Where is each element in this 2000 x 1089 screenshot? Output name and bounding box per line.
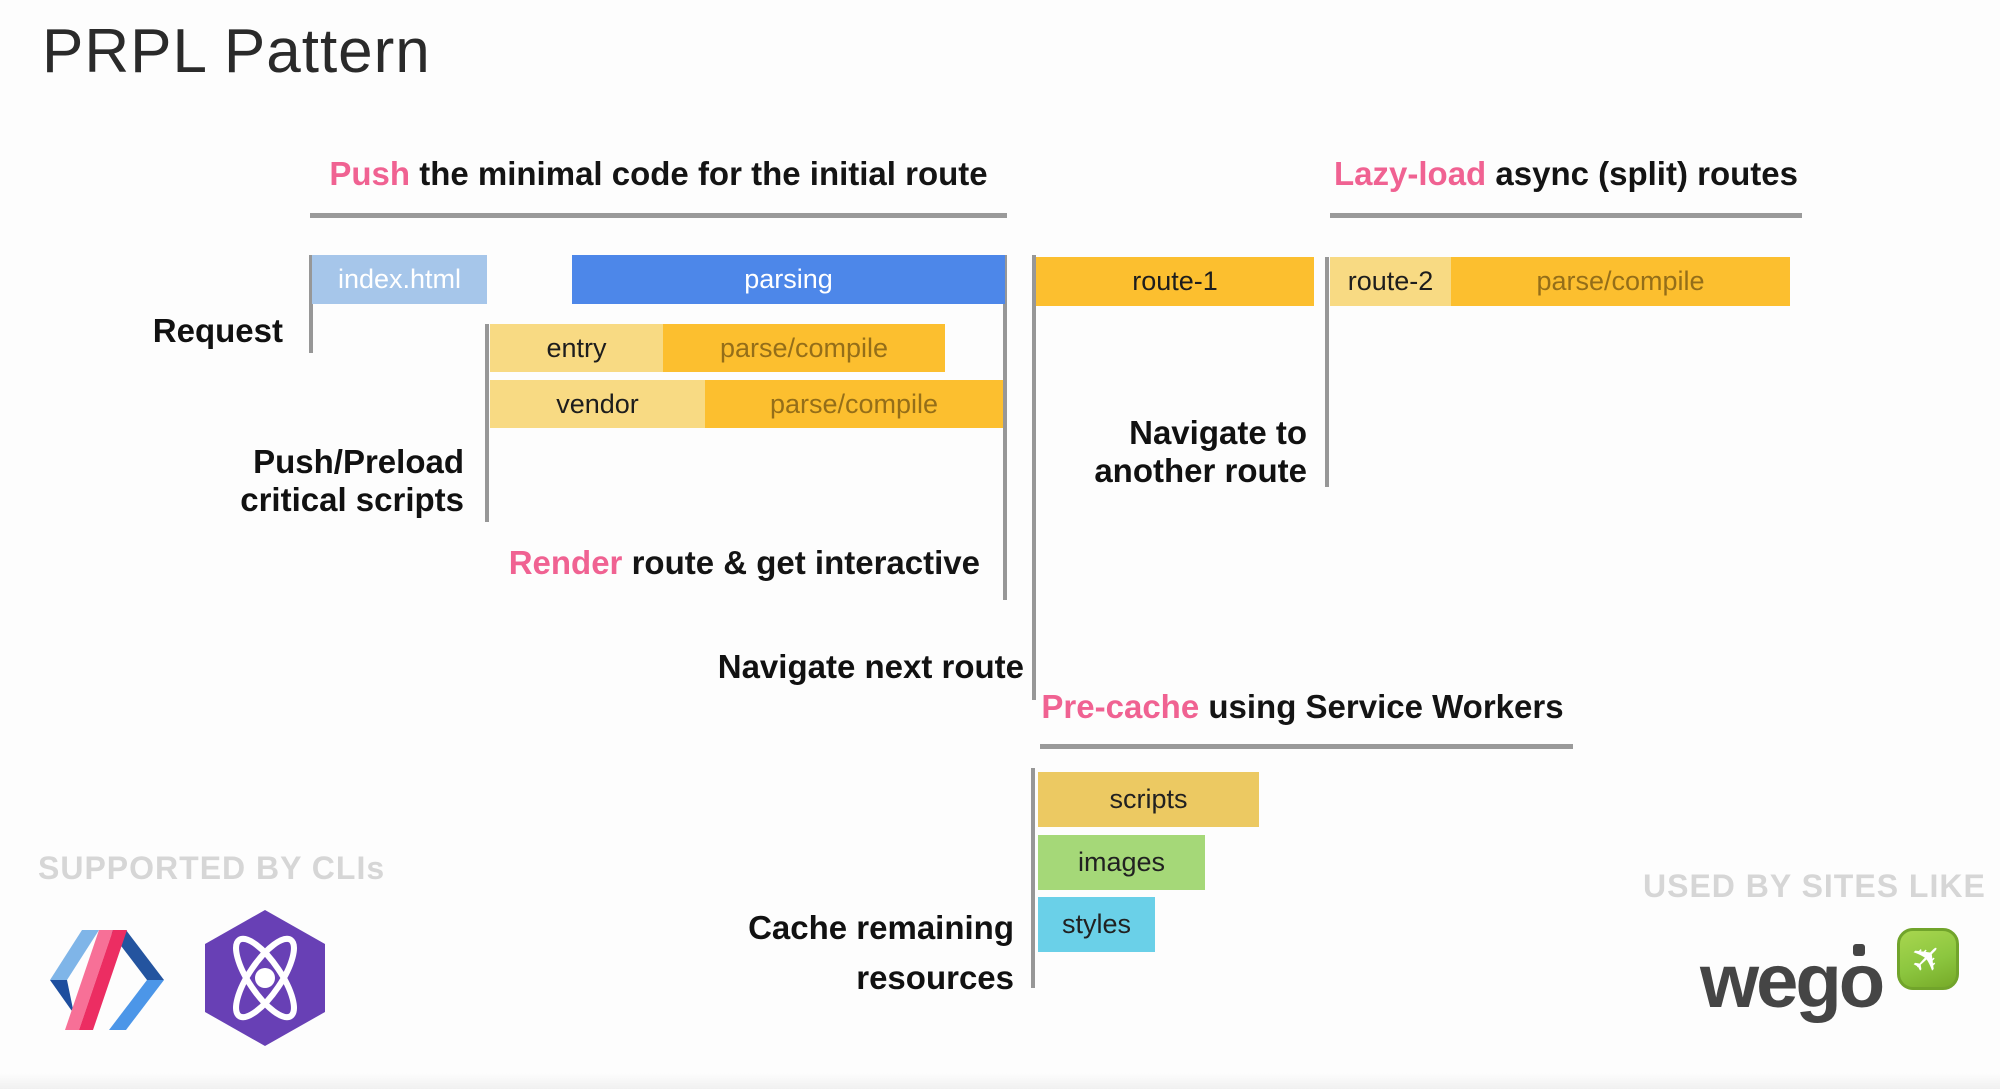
bar-route-2: route-2 parse/compile [1330, 257, 1790, 306]
bar-vendor-parse-segment: parse/compile [705, 380, 1003, 428]
render-label-rest: route & get interactive [622, 544, 980, 581]
navigate-another-label-line1: Navigate to [1129, 414, 1307, 451]
bar-parsing: parsing [572, 255, 1005, 304]
bar-vendor: vendor parse/compile [490, 380, 1003, 428]
push-preload-label: Push/Preload critical scripts [224, 443, 464, 519]
bar-scripts: scripts [1038, 772, 1259, 827]
push-preload-label-line2: critical scripts [240, 481, 464, 518]
bar-route-1: route-1 [1036, 257, 1314, 306]
request-timeline-line [309, 255, 313, 353]
page-title: PRPL Pattern [42, 17, 431, 86]
navigate-next-label: Navigate next route [717, 648, 1024, 685]
bar-index-html: index.html [312, 255, 487, 304]
push-heading-underline [310, 213, 1007, 218]
push-heading-rest: the minimal code for the initial route [410, 155, 988, 192]
cache-remaining-label: Cache remaining resources [690, 903, 1014, 1003]
push-preload-timeline-line [485, 324, 489, 522]
slide-bottom-shadow [0, 1073, 2000, 1089]
pre-cache-heading: Pre-cache using Service Workers [1030, 688, 1575, 726]
pre-cache-heading-highlight: Pre-cache [1041, 688, 1200, 725]
render-label: Render route & get interactive [420, 544, 980, 582]
navigate-another-label-line2: another route [1094, 452, 1307, 489]
push-heading: Push the minimal code for the initial ro… [312, 155, 1005, 193]
navigate-another-timeline-line [1325, 257, 1329, 487]
push-preload-label-line1: Push/Preload [253, 443, 464, 480]
supported-by-clis-caption: SUPPORTED BY CLIs [38, 850, 386, 886]
pre-cache-heading-rest: using Service Workers [1199, 688, 1564, 725]
render-label-highlight: Render [508, 544, 623, 581]
cache-remaining-label-line1: Cache remaining [748, 909, 1014, 946]
bar-entry-parse-segment: parse/compile [663, 324, 945, 372]
preact-logo-icon [205, 910, 325, 1046]
lazy-load-heading: Lazy-load async (split) routes [1330, 155, 1802, 193]
lazy-load-heading-rest: async (split) routes [1486, 155, 1798, 192]
navigate-next-timeline-line [1032, 255, 1036, 700]
wego-logo-dot [1853, 944, 1865, 956]
airplane-icon: ✈ [1901, 932, 1955, 986]
lazy-load-heading-underline [1330, 213, 1802, 218]
pre-cache-timeline-line [1031, 768, 1035, 988]
request-label: Request [152, 312, 283, 349]
bar-entry: entry parse/compile [490, 324, 945, 372]
render-timeline-line [1003, 255, 1007, 600]
bar-entry-label-segment: entry [490, 324, 663, 372]
bar-route-2-label-segment: route-2 [1330, 257, 1451, 306]
push-heading-highlight: Push [329, 155, 411, 192]
cache-remaining-label-line2: resources [856, 959, 1014, 996]
bar-images: images [1038, 835, 1205, 890]
bar-styles: styles [1038, 897, 1155, 952]
navigate-another-label: Navigate to another route [1080, 414, 1307, 490]
used-by-sites-caption: USED BY SITES LIKE [1643, 868, 1986, 904]
wego-plane-badge: ✈ [1897, 928, 1959, 990]
bar-route-2-parse-segment: parse/compile [1451, 257, 1790, 306]
lazy-load-heading-highlight: Lazy-load [1334, 155, 1487, 192]
pre-cache-heading-underline [1040, 744, 1573, 749]
bar-vendor-label-segment: vendor [490, 380, 705, 428]
polymer-logo-icon [50, 930, 164, 1030]
